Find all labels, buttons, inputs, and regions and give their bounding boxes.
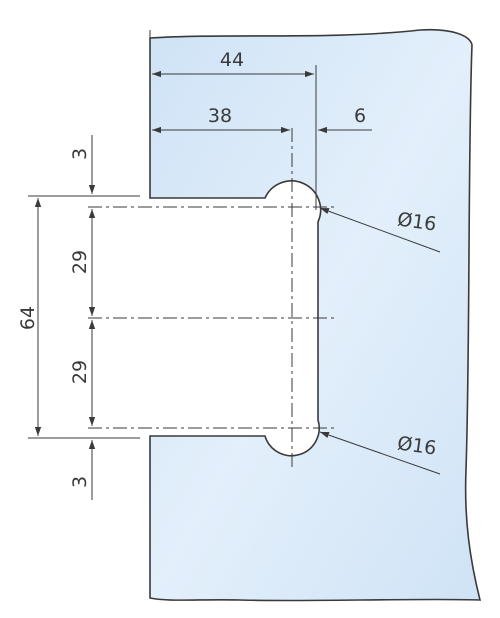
extension-lines (28, 30, 317, 439)
dim-label-top-3: 3 (69, 148, 91, 160)
dim-label-bottom-3: 3 (69, 476, 91, 488)
hole-label-bottom: Ø16 (396, 432, 438, 459)
dim-label-44: 44 (220, 49, 244, 71)
leader-top-hole (319, 207, 441, 253)
hole-label-top: Ø16 (396, 208, 438, 235)
dim-label-29-upper: 29 (69, 250, 91, 274)
dim-label-64: 64 (17, 306, 39, 330)
dim-label-38: 38 (208, 105, 232, 127)
leader-bottom-hole (319, 431, 441, 475)
center-lines (88, 128, 338, 470)
dim-label-6: 6 (354, 105, 366, 127)
glass-panel (149, 28, 482, 602)
dim-label-29-lower: 29 (69, 360, 91, 384)
